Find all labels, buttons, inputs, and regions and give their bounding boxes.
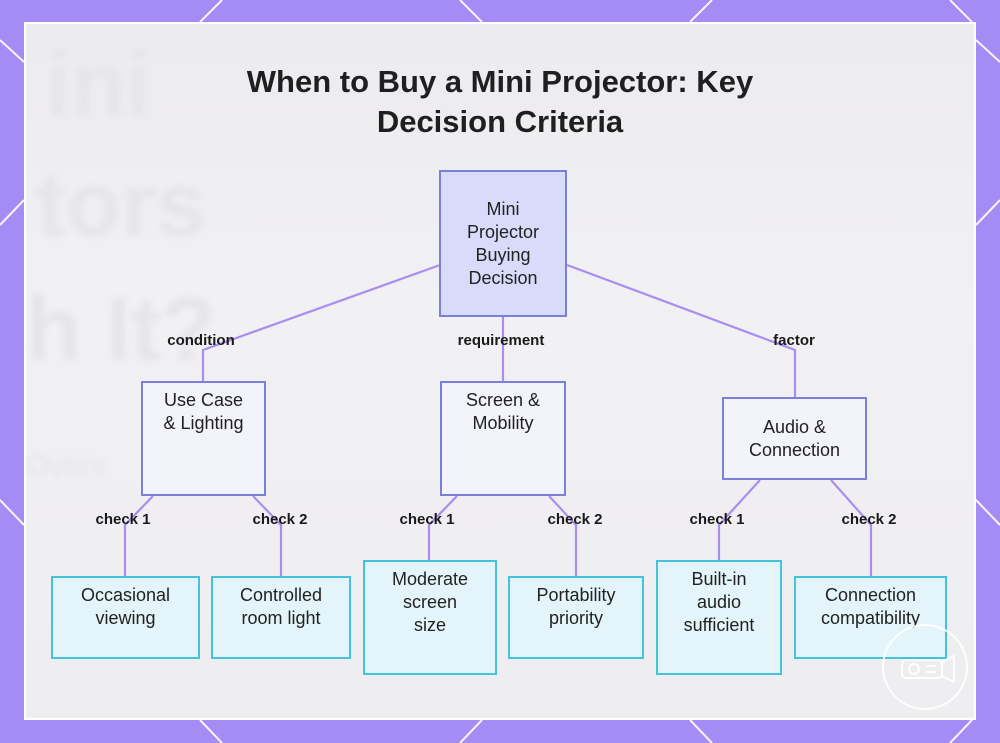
edge-label-check: check 1 (689, 511, 745, 528)
node-screen-mobility[interactable]: Screen & Mobility (440, 381, 566, 496)
node-use-case[interactable]: Use Case & Lighting (141, 381, 266, 496)
edge-label-check: check 1 (95, 511, 151, 528)
projector-logo-icon (882, 624, 968, 710)
background-text: tors (36, 155, 207, 255)
edge-label-check: check 2 (547, 511, 603, 528)
title-line-1: When to Buy a Mini Projector: Key (246, 64, 754, 99)
edge-label-check: check 2 (252, 511, 308, 528)
background-text: Overv (26, 449, 107, 482)
page-title: When to Buy a Mini Projector: Key Decisi… (0, 62, 1000, 142)
node-root[interactable]: Mini Projector Buying Decision (439, 170, 567, 317)
edge-uc-check1 (123, 495, 154, 577)
node-builtin-audio[interactable]: Built-in audio sufficient (656, 560, 782, 675)
edge-au-check1 (717, 479, 761, 561)
edge-factor (566, 263, 797, 398)
node-moderate-screen[interactable]: Moderate screen size (363, 560, 497, 675)
node-portability[interactable]: Portability priority (508, 576, 644, 659)
node-audio-connection[interactable]: Audio & Connection (722, 397, 867, 480)
edge-uc-check2 (252, 495, 283, 577)
edge-label-factor: factor (773, 332, 815, 349)
title-line-2: Decision Criteria (376, 104, 624, 139)
node-controlled-light[interactable]: Controlled room light (211, 576, 351, 659)
node-occasional-viewing[interactable]: Occasional viewing (51, 576, 200, 659)
edge-label-condition: condition (167, 332, 235, 349)
edge-label-check: check 1 (399, 511, 455, 528)
edge-sc-check1 (427, 495, 458, 561)
edge-condition (201, 263, 441, 382)
projector-glyph-icon (901, 654, 955, 684)
edge-label-requirement: requirement (457, 332, 545, 349)
edge-sc-check2 (548, 495, 578, 577)
background-text: h It? (26, 280, 216, 380)
background-text: ini (46, 35, 151, 135)
edge-label-check: check 2 (841, 511, 897, 528)
edge-au-check2 (830, 479, 873, 577)
